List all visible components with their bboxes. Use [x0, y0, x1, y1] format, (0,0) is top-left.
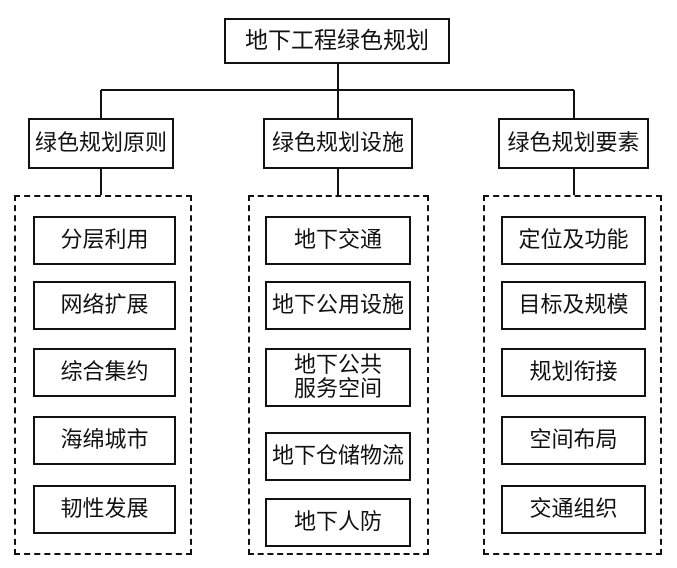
elements-item: 定位及功能	[501, 216, 646, 265]
facilities-item: 地下仓储物流	[265, 432, 411, 481]
elements-item: 空间布局	[501, 416, 646, 465]
category-label: 绿色规划设施	[271, 130, 404, 156]
item-label: 地下人防	[293, 509, 382, 535]
item-label-line: 服务空间	[293, 377, 382, 402]
item-label: 交通组织	[529, 496, 618, 522]
elements-group	[483, 195, 662, 555]
facilities-item: 地下人防	[265, 498, 411, 547]
principles-item: 海绵城市	[33, 416, 176, 465]
category-label: 绿色规划原则	[34, 130, 167, 156]
item-label: 定位及功能	[518, 227, 629, 253]
category-label: 绿色规划要素	[507, 130, 640, 156]
item-label: 地下仓储物流	[271, 443, 404, 469]
item-label: 韧性发展	[60, 496, 149, 522]
category-principles: 绿色规划原则	[28, 118, 174, 169]
facilities-item: 地下交通	[265, 216, 411, 265]
principles-item: 综合集约	[33, 348, 176, 397]
facilities-item: 地下公用设施	[265, 281, 411, 330]
item-label: 海绵城市	[60, 427, 149, 453]
category-facilities: 绿色规划设施	[263, 118, 413, 169]
elements-item: 交通组织	[501, 485, 646, 534]
elements-item: 规划衔接	[501, 348, 646, 397]
elements-item: 目标及规模	[501, 281, 646, 330]
principles-item: 网络扩展	[33, 281, 176, 330]
item-label: 分层利用	[60, 227, 149, 253]
principles-item: 韧性发展	[33, 485, 176, 534]
item-label: 目标及规模	[518, 292, 629, 318]
item-label: 地下交通	[293, 227, 382, 253]
root-node: 地下工程绿色规划	[224, 18, 450, 64]
item-label: 地下公用设施	[271, 292, 404, 318]
two-line-label: 地下公共 服务空间	[294, 354, 382, 401]
item-label: 网络扩展	[60, 292, 149, 318]
category-elements: 绿色规划要素	[498, 118, 649, 169]
item-label: 空间布局	[529, 427, 618, 453]
root-label: 地下工程绿色规划	[245, 27, 429, 54]
item-label: 规划衔接	[529, 359, 618, 385]
facilities-group	[248, 195, 429, 555]
principles-group	[14, 195, 192, 555]
item-label-line: 地下公共	[293, 352, 382, 378]
principles-item: 分层利用	[33, 216, 176, 265]
facilities-item: 地下公共 服务空间	[265, 348, 411, 407]
item-label: 综合集约	[60, 359, 149, 385]
